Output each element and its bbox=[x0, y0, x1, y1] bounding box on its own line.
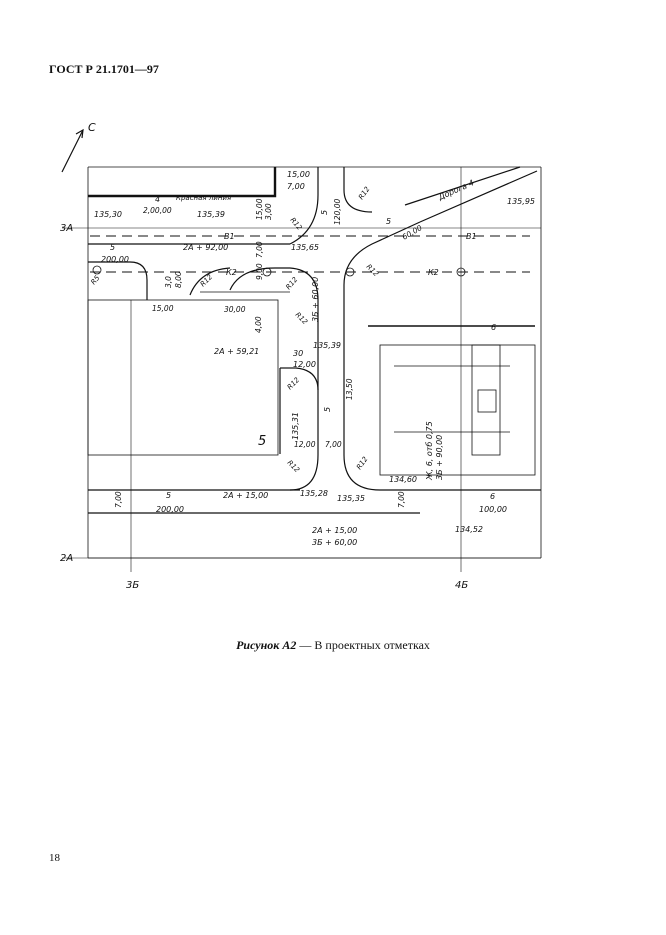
dist-7: 15,00 bbox=[152, 304, 174, 313]
station-5: 3Б + 60,00 bbox=[312, 538, 357, 547]
block-label: 5 bbox=[258, 434, 266, 449]
dist-15: 120,00 bbox=[333, 199, 342, 225]
station-3: 2А + 15,00 bbox=[223, 491, 268, 500]
elev-16: 200,00 bbox=[156, 505, 184, 514]
station-4: 2А + 15,00 bbox=[312, 526, 357, 535]
radius-0: R12 bbox=[288, 216, 303, 232]
elev-12: 135,28 bbox=[300, 489, 328, 498]
dist-5: 3,0 bbox=[164, 276, 173, 288]
page-number: 18 bbox=[49, 852, 60, 864]
radius-1: R12 bbox=[357, 185, 372, 201]
elev-5: 135,95 bbox=[507, 197, 535, 206]
caption-text: В проектных отметках bbox=[314, 638, 430, 652]
station-labels: 2А + 92,00 2А + 59,21 3Б + 60,00 2А + 15… bbox=[183, 243, 444, 547]
elev-4: 135,39 bbox=[197, 210, 225, 219]
radius-5: R12 bbox=[294, 311, 310, 327]
radius-6: R12 bbox=[286, 376, 302, 392]
elev-1: 7,00 bbox=[287, 182, 305, 191]
dist-12: 7,00 bbox=[114, 491, 123, 508]
elev-3: 200,00 bbox=[101, 255, 129, 264]
grid-axes: 3А 2А 3Б 4Б bbox=[60, 167, 541, 591]
segment-labels: 4 5 5 5 5 5 6 6 bbox=[110, 195, 496, 501]
elev-6: 135,65 bbox=[291, 243, 319, 252]
segment-1: 5 bbox=[110, 243, 115, 252]
utility-lines: В1 В1 К2 К2 bbox=[90, 232, 535, 433]
network-b1-left: В1 bbox=[224, 232, 235, 241]
dist-4: 9,00 bbox=[255, 263, 264, 280]
dist-10: 12,00 bbox=[294, 440, 316, 449]
dist-13: 7,00 bbox=[397, 491, 406, 508]
station-2: 3Б + 60,00 bbox=[311, 277, 320, 322]
figure-label: Рисунок А2 bbox=[236, 638, 297, 652]
elev-11: 134,60 bbox=[389, 475, 417, 484]
grid-col-4b: 4Б bbox=[455, 580, 468, 591]
caption-dash: — bbox=[299, 638, 312, 652]
radius-8: R12 bbox=[355, 455, 370, 471]
distance-labels: 2,00,00 15,00 3,00 7,00 9,00 3,0 8,00 15… bbox=[114, 198, 424, 508]
station-6: 3Б + 90,00 bbox=[435, 435, 444, 480]
segment-7: 6 bbox=[490, 492, 495, 501]
radius-9: R5 bbox=[89, 274, 101, 287]
elev-0: 15,00 bbox=[287, 170, 310, 179]
grid-row-3a: 3А bbox=[60, 223, 73, 234]
buildings: 5 bbox=[87, 299, 536, 476]
north-label: С bbox=[88, 121, 96, 134]
dist-16: 13,50 bbox=[345, 378, 354, 400]
dist-8: 30,00 bbox=[224, 305, 246, 314]
elev-14: 100,00 bbox=[479, 505, 507, 514]
dist-2: 3,00 bbox=[264, 203, 273, 220]
elev-2: 135,30 bbox=[94, 210, 122, 219]
dist-9: 4,00 bbox=[254, 316, 263, 333]
document-header: ГОСТ Р 21.1701—97 bbox=[49, 62, 159, 76]
radius-3: R12 bbox=[199, 273, 215, 289]
station-7: Ж, 6, отб 0,75 bbox=[425, 421, 434, 481]
radius-4: R12 bbox=[284, 275, 299, 291]
segment-4: 5 bbox=[323, 407, 332, 412]
segment-0: 4 bbox=[155, 195, 160, 204]
network-k2-left: К2 bbox=[226, 268, 237, 277]
elev-10: 135,31 bbox=[291, 412, 300, 440]
segment-6: 6 bbox=[491, 323, 496, 332]
segment-5: 5 bbox=[166, 491, 171, 500]
radius-2: R12 bbox=[365, 263, 381, 279]
elev-8: 30 bbox=[293, 349, 303, 358]
grid-col-3b: 3Б bbox=[126, 580, 139, 591]
red-line: Красная линия bbox=[88, 167, 277, 202]
dist-11: 7,00 bbox=[325, 440, 342, 449]
dist-0: 2,00,00 bbox=[143, 206, 172, 215]
road-name: Дорога 4 bbox=[436, 178, 475, 202]
network-b1-right: В1 bbox=[466, 232, 477, 241]
segment-2: 5 bbox=[386, 217, 391, 226]
elev-9: 12,00 bbox=[293, 360, 316, 369]
radius-7: R12 bbox=[286, 459, 302, 475]
elev-15: 134,52 bbox=[455, 525, 483, 534]
elev-7: 135,39 bbox=[313, 341, 341, 350]
red-line-label: Красная линия bbox=[176, 194, 231, 202]
grid-row-2a: 2А bbox=[60, 553, 73, 564]
north-arrow: С bbox=[61, 121, 96, 173]
elev-13: 135,35 bbox=[337, 494, 365, 503]
network-k2-right: К2 bbox=[428, 268, 439, 277]
elevation-labels: 15,00 7,00 135,30 200,00 135,39 135,95 1… bbox=[94, 170, 535, 534]
station-1: 2А + 59,21 bbox=[214, 347, 259, 356]
dist-1: 15,00 bbox=[255, 198, 264, 220]
dist-6: 8,00 bbox=[174, 271, 183, 288]
segment-3: 5 bbox=[320, 210, 329, 215]
figure-caption: Рисунок А2 — В проектных отметках bbox=[0, 638, 666, 653]
roads: Дорога 4 bbox=[88, 166, 541, 514]
station-0: 2А + 92,00 bbox=[183, 243, 228, 252]
dist-3: 7,00 bbox=[255, 241, 264, 258]
